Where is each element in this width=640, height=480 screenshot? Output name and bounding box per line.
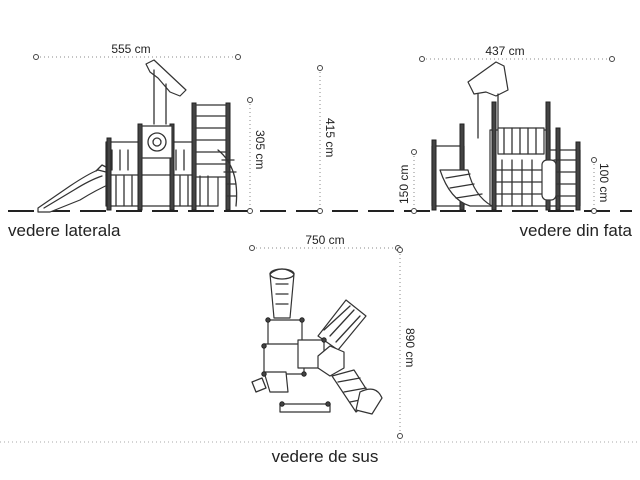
top-view-label: vedere de sus	[272, 447, 379, 466]
side-view-drawing	[37, 59, 238, 213]
front-left-height-label: 150 cm	[397, 165, 411, 204]
front-view-label: vedere din fata	[520, 221, 633, 240]
side-height-label: 305 cm	[253, 130, 267, 169]
side-width-label: 555 cm	[111, 42, 150, 56]
side-view-label: vedere laterala	[8, 221, 121, 240]
top-view-drawing	[251, 268, 383, 415]
top-width-label: 750 cm	[305, 233, 344, 247]
total-height-label: 415 cm	[323, 118, 337, 157]
front-right-height-label: 100 cm	[597, 163, 611, 202]
top-depth-label: 890 cm	[403, 328, 417, 367]
front-view-drawing	[431, 61, 581, 211]
front-width-label: 437 cm	[485, 44, 524, 58]
